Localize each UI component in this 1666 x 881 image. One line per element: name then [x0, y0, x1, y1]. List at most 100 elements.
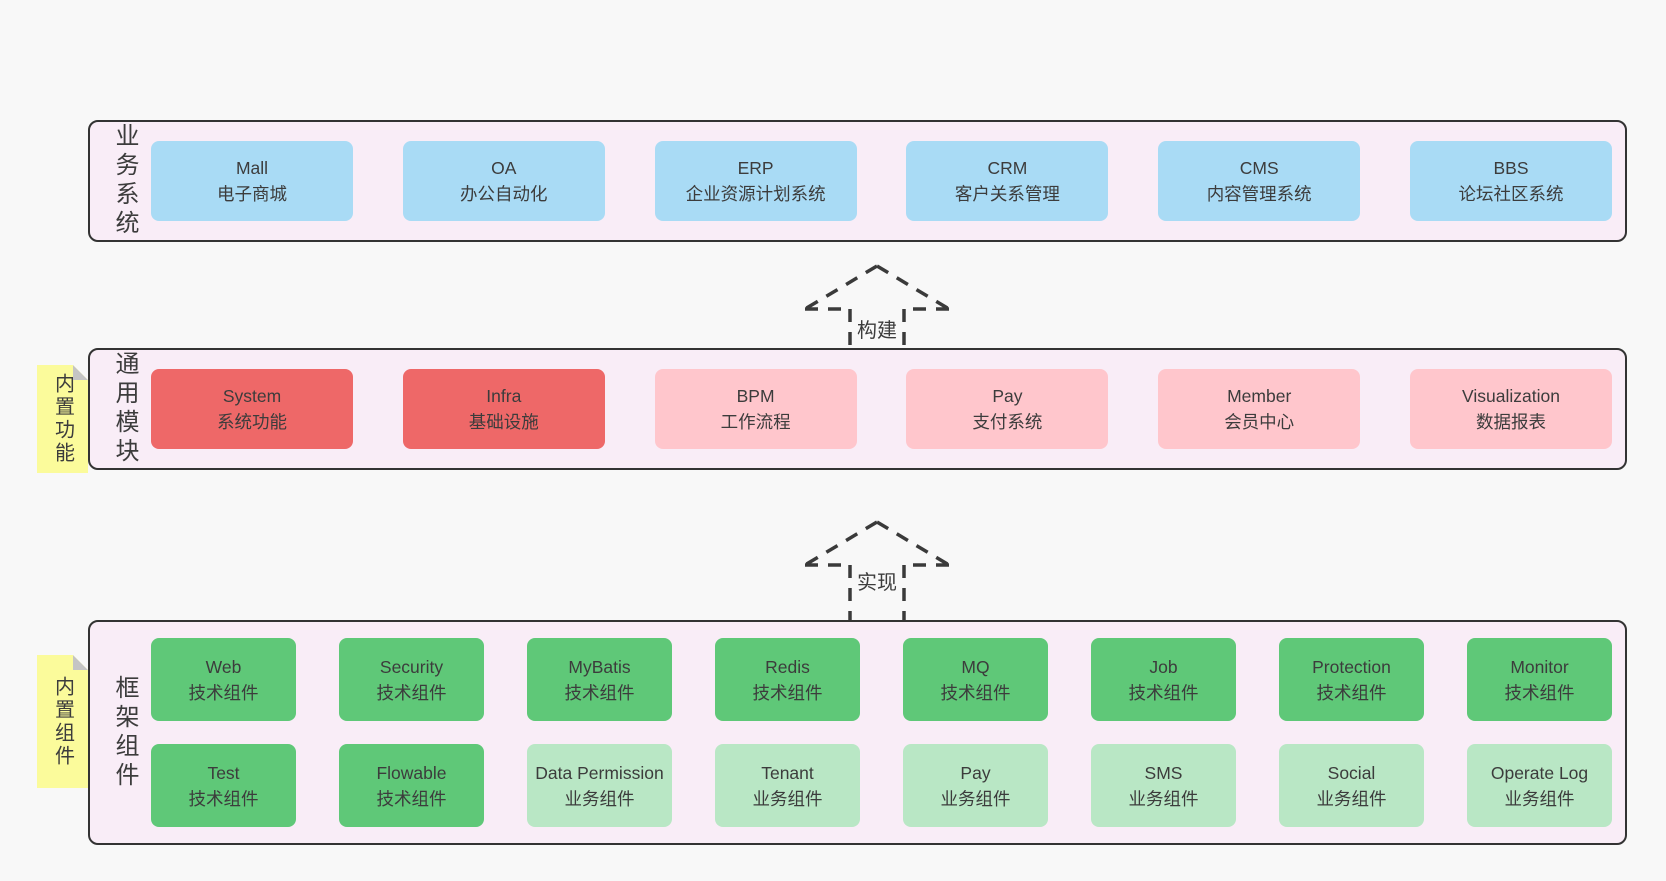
box-subtitle: 技术组件 [376, 788, 447, 809]
box-redis: Redis 技术组件 [715, 638, 860, 721]
box-title: SMS [1144, 762, 1183, 783]
box-web: Web 技术组件 [151, 638, 296, 721]
box-subtitle: 业务组件 [752, 788, 823, 809]
box-subtitle: 业务组件 [564, 788, 635, 809]
business-boxes-row: Mall 电子商城 OA 办公自动化 ERP 企业资源计划系统 CRM 客户关系… [136, 122, 1625, 240]
box-title: Job [1149, 656, 1178, 677]
layer-business-systems: 业务系统 Mall 电子商城 OA 办公自动化 ERP 企业资源计划系统 CRM… [88, 120, 1627, 242]
box-title: Flowable [376, 762, 447, 783]
box-title: Web [205, 656, 242, 677]
box-bpm: BPM 工作流程 [654, 369, 857, 449]
box-sms: SMS 业务组件 [1091, 744, 1236, 827]
sticky-note-built-in-features: 内置功能 [37, 365, 88, 473]
layer-label-components: 框架组件 [111, 674, 138, 791]
box-subtitle: 技术组件 [940, 682, 1011, 703]
box-title: Redis [765, 656, 810, 677]
box-subtitle: 技术组件 [188, 682, 259, 703]
box-pay-component: Pay 业务组件 [903, 744, 1048, 827]
box-title: MQ [961, 656, 990, 677]
layer-label-modules: 通用模块 [111, 351, 138, 467]
modules-boxes-row: System 系统功能 Infra 基础设施 BPM 工作流程 Pay 支付系统… [136, 350, 1625, 468]
box-flowable: Flowable 技术组件 [339, 744, 484, 827]
box-title: Visualization [1462, 386, 1560, 406]
box-title: Pay [992, 386, 1023, 406]
box-title: System [222, 386, 282, 406]
arrow-build-label: 构建 [857, 320, 897, 342]
box-title: Test [207, 762, 240, 783]
box-subtitle: 基础设施 [468, 412, 539, 432]
box-erp: ERP 企业资源计划系统 [654, 141, 857, 221]
box-subtitle: 工作流程 [720, 412, 791, 432]
box-visualization: Visualization 数据报表 [1409, 369, 1612, 449]
box-subtitle: 业务组件 [1316, 788, 1387, 809]
box-title: MyBatis [568, 656, 631, 677]
box-title: CMS [1239, 158, 1279, 178]
box-security: Security 技术组件 [339, 638, 484, 721]
box-subtitle: 技术组件 [1128, 682, 1199, 703]
arrow-implement-label: 实现 [857, 572, 897, 594]
box-member: Member 会员中心 [1158, 369, 1361, 449]
box-job: Job 技术组件 [1091, 638, 1236, 721]
box-title: Infra [486, 386, 522, 406]
box-bbs: BBS 论坛社区系统 [1409, 141, 1612, 221]
box-subtitle: 技术组件 [188, 788, 259, 809]
box-protection: Protection 技术组件 [1279, 638, 1424, 721]
box-subtitle: 论坛社区系统 [1458, 184, 1564, 204]
box-subtitle: 客户关系管理 [954, 184, 1060, 204]
box-subtitle: 会员中心 [1224, 412, 1295, 432]
box-tenant: Tenant 业务组件 [715, 744, 860, 827]
box-subtitle: 支付系统 [972, 412, 1043, 432]
layer-framework-components: 框架组件 Web 技术组件 Security 技术组件 MyBatis 技术组件… [88, 620, 1627, 845]
layer-label-business: 业务系统 [111, 123, 138, 239]
box-subtitle: 系统功能 [217, 412, 287, 432]
box-mq: MQ 技术组件 [903, 638, 1048, 721]
box-title: Member [1227, 386, 1292, 406]
layer-common-modules: 通用模块 System 系统功能 Infra 基础设施 BPM 工作流程 Pay… [88, 348, 1627, 470]
box-pay-module: Pay 支付系统 [906, 369, 1109, 449]
box-subtitle: 业务组件 [1128, 788, 1199, 809]
box-title: Protection [1312, 656, 1391, 677]
sticky-label: 内置组件 [51, 675, 74, 768]
components-rows: Web 技术组件 Security 技术组件 MyBatis 技术组件 Redi… [136, 622, 1625, 843]
box-subtitle: 内容管理系统 [1206, 184, 1312, 204]
box-title: Operate Log [1490, 762, 1589, 783]
components-row-1: Web 技术组件 Security 技术组件 MyBatis 技术组件 Redi… [151, 638, 1612, 721]
box-title: Monitor [1510, 656, 1569, 677]
box-infra: Infra 基础设施 [402, 369, 605, 449]
components-row-2: Test 技术组件 Flowable 技术组件 Data Permission … [151, 744, 1612, 827]
box-oa: OA 办公自动化 [402, 141, 605, 221]
box-title: OA [491, 158, 517, 178]
sticky-note-built-in-components: 内置组件 [37, 655, 88, 788]
box-title: Tenant [761, 762, 814, 783]
box-title: ERP [737, 158, 774, 178]
box-subtitle: 电子商城 [217, 184, 287, 204]
box-title: BBS [1493, 158, 1529, 178]
box-system: System 系统功能 [151, 369, 353, 449]
arrow-build: 构建 [797, 262, 957, 348]
box-title: Pay [960, 762, 991, 783]
box-operate-log: Operate Log 业务组件 [1467, 744, 1612, 827]
box-test: Test 技术组件 [151, 744, 296, 827]
box-subtitle: 技术组件 [1316, 682, 1387, 703]
box-title: CRM [987, 158, 1028, 178]
box-subtitle: 技术组件 [752, 682, 823, 703]
sticky-label: 内置功能 [51, 373, 74, 465]
box-subtitle: 企业资源计划系统 [685, 184, 826, 204]
box-subtitle: 办公自动化 [460, 184, 548, 204]
box-title: Mall [235, 158, 269, 178]
box-cms: CMS 内容管理系统 [1158, 141, 1361, 221]
box-crm: CRM 客户关系管理 [906, 141, 1109, 221]
box-title: Security [379, 656, 444, 677]
box-subtitle: 技术组件 [376, 682, 447, 703]
box-subtitle: 业务组件 [940, 788, 1011, 809]
box-mybatis: MyBatis 技术组件 [527, 638, 672, 721]
box-data-permission: Data Permission 业务组件 [527, 744, 672, 827]
box-subtitle: 技术组件 [1504, 682, 1575, 703]
box-subtitle: 业务组件 [1504, 788, 1575, 809]
arrow-implement: 实现 [797, 518, 957, 620]
box-subtitle: 技术组件 [564, 682, 635, 703]
box-mall: Mall 电子商城 [151, 141, 353, 221]
box-monitor: Monitor 技术组件 [1467, 638, 1612, 721]
box-title: BPM [736, 386, 775, 406]
